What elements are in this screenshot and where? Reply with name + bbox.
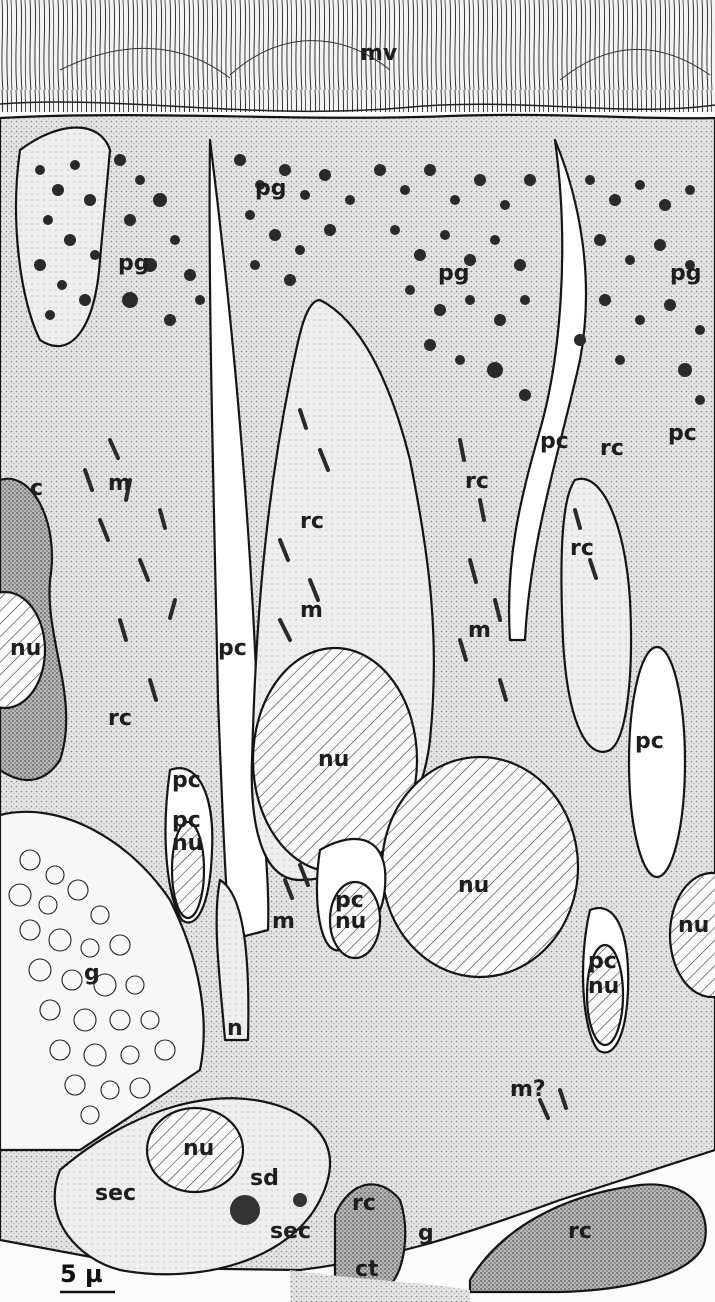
- label-rc-5: rc: [108, 706, 132, 731]
- label-g-1: g: [84, 961, 100, 986]
- label-sec-2: sec: [270, 1219, 311, 1244]
- label-g-2: g: [418, 1221, 434, 1246]
- label-nu-8: nu: [183, 1136, 214, 1161]
- microvilli-layer: [0, 0, 715, 112]
- label-rc-1: rc: [300, 509, 324, 534]
- label-pc-6: pc: [635, 729, 664, 754]
- label-m-query: m?: [510, 1077, 546, 1102]
- label-rc-2: rc: [465, 469, 489, 494]
- label-pg-2: pg: [118, 251, 150, 276]
- label-pg-4: pg: [670, 261, 702, 286]
- scale-bar-label: 5 µ: [60, 1260, 103, 1288]
- label-nu-5: nu: [458, 873, 489, 898]
- label-ct: ct: [355, 1257, 379, 1282]
- label-pc-5: pc: [172, 808, 201, 833]
- label-pc-4: pc: [172, 768, 201, 793]
- label-m-4: m: [272, 909, 295, 934]
- secretory-granule-cluster: [230, 1195, 260, 1225]
- label-nu-6: nu: [678, 913, 709, 938]
- label-rc-7: rc: [568, 1219, 592, 1244]
- label-m-2: m: [300, 598, 323, 623]
- label-nu-7: nu: [588, 974, 619, 999]
- label-sd: sd: [250, 1166, 279, 1191]
- label-mv: mv: [360, 41, 398, 66]
- label-nu-1: nu: [10, 636, 41, 661]
- label-pg-1: pg: [255, 176, 287, 201]
- label-nu-3: nu: [172, 831, 203, 856]
- label-pc-8: pc: [588, 949, 617, 974]
- label-m-1: m: [108, 471, 131, 496]
- label-m-3: m: [468, 618, 491, 643]
- label-pg-3: pg: [438, 261, 470, 286]
- label-nu-4: nu: [335, 909, 366, 934]
- label-rc-3: rc: [600, 436, 624, 461]
- label-rc-4: rc: [570, 536, 594, 561]
- label-pc-3: pc: [218, 636, 247, 661]
- label-n: n: [227, 1016, 243, 1041]
- label-nu-2: nu: [318, 747, 349, 772]
- label-rc-6: rc: [352, 1191, 376, 1216]
- label-c: c: [30, 476, 43, 501]
- label-pc-2: pc: [668, 421, 697, 446]
- label-sec-1: sec: [95, 1181, 136, 1206]
- pc-right-oval: [629, 647, 685, 877]
- nucleus-lower-center: [382, 757, 578, 977]
- label-pc-1: pc: [540, 429, 569, 454]
